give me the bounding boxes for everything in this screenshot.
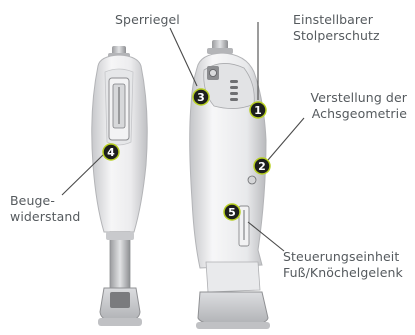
side-lower-housing (206, 262, 260, 292)
label-achsgeometrie-line1: Verstellung der (301, 90, 407, 106)
label-beugewiderstand: Beuge- widerstand (10, 193, 80, 225)
leader-sperriegel (170, 28, 197, 86)
marker-1-number: 1 (254, 104, 262, 117)
front-lower-tube (110, 232, 130, 288)
marker-4: 4 (103, 144, 119, 160)
marker-2: 2 (254, 158, 270, 174)
marker-5: 5 (224, 204, 240, 220)
front-tube-collar (106, 232, 134, 240)
side-foot-bracket (198, 292, 268, 326)
label-achsgeometrie-line2: Achsgeometrie (301, 106, 407, 122)
label-beugewiderstand-line2: widerstand (10, 209, 80, 225)
leader-achsgeometrie (268, 118, 304, 160)
label-stolperschutz: Einstellbarer Stolperschutz (293, 12, 380, 44)
marker-3: 3 (193, 89, 209, 105)
marker-4-number: 4 (107, 146, 115, 159)
side-foot-base (196, 322, 270, 329)
front-foot-bracket (110, 292, 130, 308)
label-steuerung: Steuerungseinheit Fuß/Knöchelgelenk (283, 249, 403, 281)
label-stolperschutz-line2: Stolperschutz (293, 28, 380, 44)
marker-3-number: 3 (197, 91, 205, 104)
label-stolperschutz-line1: Einstellbarer (293, 12, 380, 28)
marker-5-number: 5 (228, 206, 236, 219)
front-foot-base (98, 318, 142, 326)
label-beugewiderstand-line1: Beuge- (10, 193, 80, 209)
side-axis-screw (248, 176, 256, 184)
label-achsgeometrie: Verstellung der Achsgeometrie (301, 90, 407, 122)
marker-1: 1 (250, 102, 266, 118)
side-lock-latch-pivot (210, 70, 217, 77)
prosthesis-front-view (92, 46, 147, 326)
label-steuerung-line1: Steuerungseinheit (283, 249, 403, 265)
marker-2-number: 2 (258, 160, 266, 173)
label-steuerung-line2: Fuß/Knöchelgelenk (283, 265, 403, 281)
label-sperriegel: Sperriegel (115, 12, 180, 28)
